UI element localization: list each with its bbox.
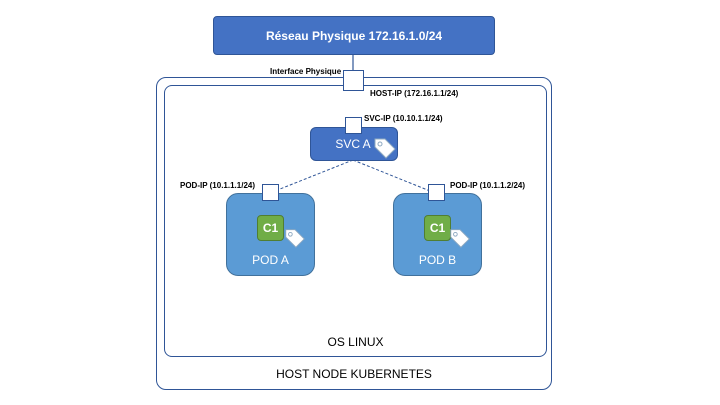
pod-b-container: C1	[424, 215, 451, 241]
os-linux-label: OS LINUX	[327, 335, 384, 349]
host-node-label: HOST NODE KUBERNETES	[276, 367, 432, 381]
pod-b-container-label: C1	[429, 221, 446, 235]
host-ip-label: HOST-IP (172.16.1.1/24)	[370, 89, 459, 98]
physical-network-box: Réseau Physique 172.16.1.0/24	[213, 16, 495, 55]
tag-icon	[374, 138, 396, 159]
svc-a-label: SVC A	[335, 137, 371, 151]
pod-a-container: C1	[257, 215, 284, 241]
physical-network-label: Réseau Physique 172.16.1.0/24	[265, 28, 443, 43]
pod-b-box: C1 POD B	[393, 193, 482, 276]
pod-a-label: POD A	[252, 253, 289, 267]
tag-icon	[450, 229, 470, 248]
svc-ip-port	[345, 117, 362, 134]
pod-a-ip-label: POD-IP (10.1.1.1/24)	[180, 181, 255, 190]
pod-b-label: POD B	[418, 253, 457, 267]
interface-label: Interface Physique	[270, 67, 342, 76]
svc-ip-label: SVC-IP (10.10.1.1/24)	[364, 114, 443, 123]
pod-a-ip-port	[262, 184, 279, 201]
pod-b-ip-label: POD-IP (10.1.1.2/24)	[450, 181, 525, 190]
physical-interface-port	[343, 70, 364, 91]
pod-b-ip-port	[428, 184, 445, 201]
tag-icon	[285, 229, 305, 248]
pod-a-container-label: C1	[262, 221, 279, 235]
